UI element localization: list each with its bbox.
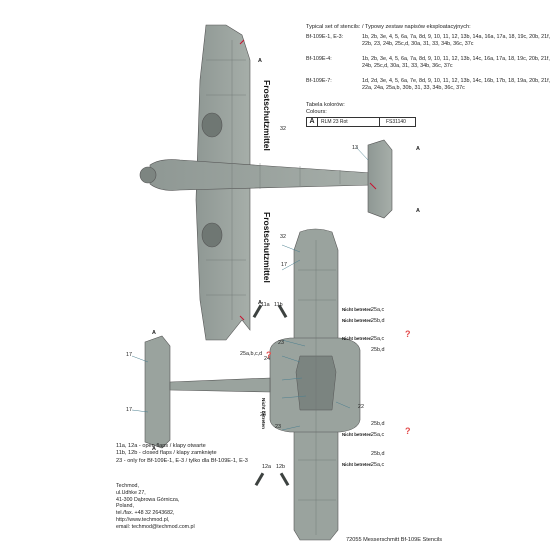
address-line: ul.Udhke 27, (116, 489, 146, 496)
callout-22: 22 (358, 404, 364, 410)
nicht-betreten-stamp: Nicht betreten (342, 318, 372, 323)
callout-32: 32 (280, 126, 286, 132)
note-line: 11a, 12a - open flaps / klapy otwarte (116, 443, 206, 449)
panel-lines-lower (298, 240, 336, 535)
callout-12b: 12b (276, 464, 285, 470)
stencil-row-label: Bf-109E-1, E-3: (306, 34, 344, 40)
callout-25ac: 25a,c (371, 462, 385, 468)
stencil-row-label: Bf-109E-7: (306, 78, 332, 84)
callout-25bd: 25b,d (371, 451, 385, 457)
colour-table-heading: Tabela kolorów: Colours: (306, 102, 345, 116)
question-mark: ? (405, 329, 411, 339)
stencil-row-values: 1b, 2b, 3e, 4, 5, 6a, 7a, 8d, 9, 10, 11,… (362, 34, 550, 47)
manufacturer-address: Techmod, ul.Udhke 27, 41-300 Dąbrowa Gór… (116, 483, 195, 531)
colour-heading-en: Colours: (306, 109, 327, 115)
address-line: tel./fax. +48 32 2643682, (116, 510, 175, 517)
callout-25ac: 25a,c (371, 307, 385, 313)
callout-25ac: 25a,c (371, 336, 385, 342)
callout-12a: 12a (262, 464, 271, 470)
callout-25ac: 25a,c (371, 432, 385, 438)
colour-name: RLM 23 Rot (321, 119, 348, 125)
callout-17: 17 (126, 407, 132, 413)
nicht-betreten-vertical: Nicht betreten (261, 398, 266, 429)
stencil-row-values: 1d, 2d, 3e, 4, 5, 6a, 7e, 8d, 9, 10, 11,… (362, 78, 550, 91)
callout-13: 13 (352, 145, 358, 151)
sheet-footer: 72055 Messerschmitt Bf-109E Stencils (346, 537, 443, 543)
colour-swatch-row: A RLM 23 Rot FS31140 (306, 117, 416, 127)
stencil-heading: Typical set of stencils: / Typowy zestaw… (306, 24, 471, 30)
note-line: 23 - only for Bf-109E-1, E-3 / tylko dla… (116, 457, 248, 464)
address-line: Techmod, (116, 483, 139, 489)
note-line: 11b, 12b - closed flaps / klapy zamknięt… (116, 450, 217, 457)
nicht-betreten-stamp: Nicht betreten (342, 307, 372, 312)
callout-25bd: 25b,d (371, 347, 385, 353)
address-line: Poland, (116, 503, 134, 510)
callout-24: 24 (264, 356, 270, 362)
callout-25abcd: 25a,b,c,d (240, 351, 263, 357)
stencil-row-label: Bf-109E-4: (306, 56, 332, 62)
flap-markers (252, 304, 290, 487)
callout-a: A (416, 208, 420, 214)
leader-lines (131, 146, 369, 431)
address-line[interactable]: email: techmod@techmod.com.pl (116, 523, 195, 530)
nicht-betreten-stamp: Nicht betreten (342, 462, 372, 467)
callout-24: 24 (260, 412, 266, 418)
frostschutz-stamp-1: Frostschutzmittel (262, 80, 272, 151)
callout-17: 17 (126, 352, 132, 358)
nicht-betreten-stamp: Nicht betreten (342, 432, 372, 437)
callout-a: A (258, 58, 262, 64)
callout-25bd: 25b,d (371, 318, 385, 324)
red-markers (239, 39, 377, 321)
flap-notes: 11a, 12a - open flaps / klapy otwarte 11… (116, 443, 316, 465)
stencil-row-values: 1b, 2b, 3e, 4, 5, 6a, 7a, 8d, 9, 10, 11,… (362, 56, 550, 69)
callout-a: A (258, 300, 262, 306)
callout-a: A (152, 446, 156, 452)
callout-11b: 11b (274, 302, 283, 308)
address-line: 41-300 Dąbrowa Górnicza, (116, 496, 180, 503)
question-mark: ? (266, 350, 272, 360)
frostschutz-stamp-2: Frostschutzmittel (262, 212, 272, 283)
colour-heading-pl: Tabela kolorów: (306, 102, 345, 108)
colour-fs-code: FS31140 (379, 118, 406, 126)
question-mark: ? (405, 426, 411, 436)
callout-23: 23 (278, 340, 284, 346)
nicht-betreten-stamp: Nicht betreten (342, 336, 372, 341)
panel-lines-upper (206, 40, 341, 320)
aircraft-upper (139, 24, 393, 341)
colour-swatch-letter: A (307, 118, 318, 126)
callout-25bd: 25b,d (371, 421, 385, 427)
callout-23: 23 (275, 424, 281, 430)
callout-32: 32 (280, 234, 286, 240)
callout-a: A (152, 330, 156, 336)
address-line[interactable]: http://www.techmod.pl, (116, 516, 170, 523)
callout-11a: 11a (261, 302, 270, 308)
callout-a: A (416, 146, 420, 152)
callout-17: 17 (281, 262, 287, 268)
